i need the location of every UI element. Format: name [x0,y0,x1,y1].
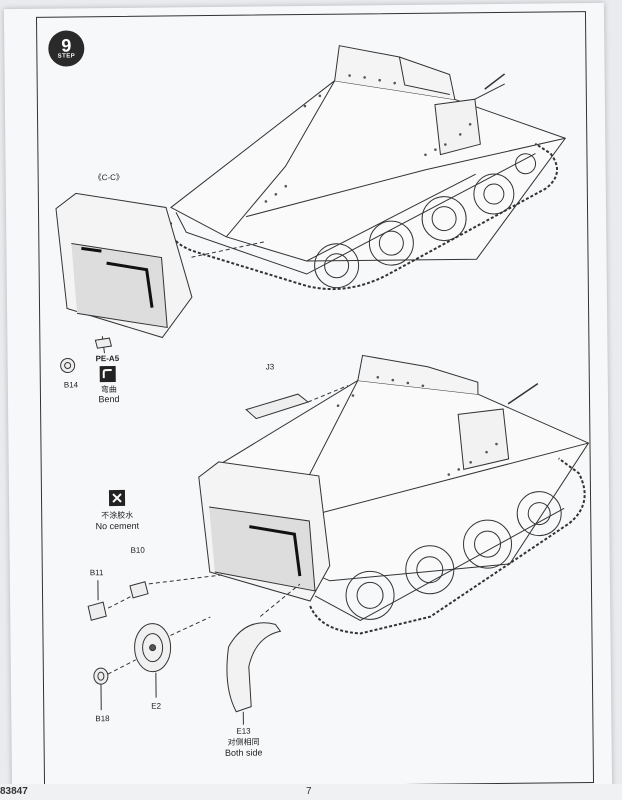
e2-wheel [134,623,172,673]
product-code: 83847 [0,786,28,797]
label-b18: B18 [95,714,110,724]
label-b11: B11 [89,568,104,578]
rear-plate-lower [198,461,331,602]
j3-part [245,393,310,420]
instruction-sheet: 9 STEP [3,2,613,796]
b18-part [93,667,109,685]
label-b14: B14 [63,380,79,390]
rear-plate-upper [55,192,267,354]
page-footer [0,784,622,800]
upper-hull-illustration [169,45,567,291]
pe-a5-part [94,337,113,349]
label-e2: E2 [151,701,162,711]
label-b10: B10 [130,545,145,555]
label-e13: E13 [236,726,251,736]
assembly-drawing [55,45,590,725]
no-cement-icon [108,489,126,507]
b14-part [60,358,76,374]
label-both-side-cn: 对侧相同 [227,737,260,747]
label-no-cement-en: No cement [95,520,140,532]
bend-icon [99,366,116,383]
label-both-side-en: Both side [224,747,263,758]
b11-part [87,601,107,621]
e13-fender [226,622,282,713]
section-label: 《C-C》 [93,172,124,183]
label-pe-a5: PE-A5 [95,353,120,364]
label-no-cement-cn: 不涂胶水 [101,510,134,521]
section-label-text: C-C [101,172,116,183]
label-bend-en: Bend [98,393,120,405]
label-j3: J3 [265,362,275,372]
b10-part [129,581,149,599]
page-number: 7 [306,786,312,797]
